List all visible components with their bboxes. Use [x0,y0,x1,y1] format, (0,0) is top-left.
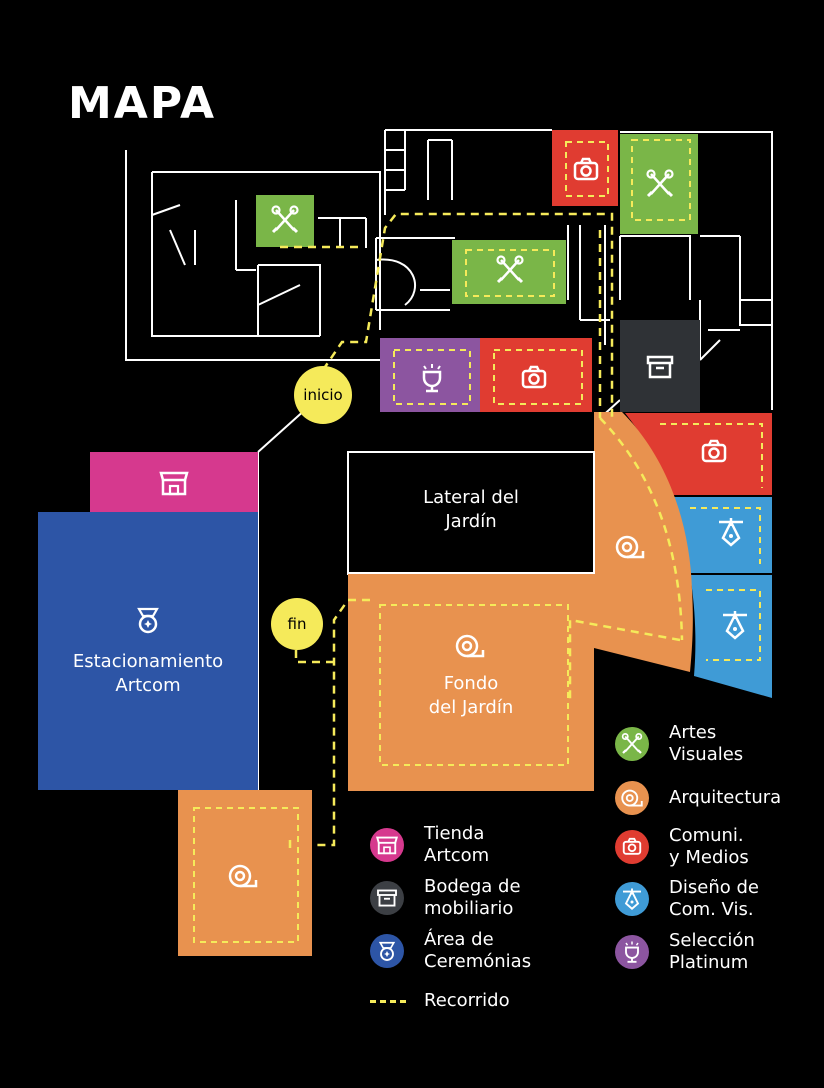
legend-dot [615,830,649,864]
legend-label: Artes Visuales [669,722,744,765]
legend-label: Selección Platinum [669,930,755,973]
legend-dot [615,727,649,761]
legend-label: Diseño de Com. Vis. [669,877,759,920]
legend-dot [615,935,649,969]
room-lateral-jardin [347,451,595,574]
medal-icon [379,941,395,961]
legend-dot [615,781,649,815]
end-marker[interactable]: fin [271,598,323,650]
legend-dot [370,881,404,915]
legend-item-ceremonias: Área de Ceremónias [370,929,531,973]
legend-item-tienda: Tienda Artcom [370,823,489,867]
room-diseno-upper [670,497,772,573]
room-arquitectura-curve [594,412,693,672]
room-tienda [90,452,258,512]
tape-measure-icon [621,789,643,807]
legend-dot [370,828,404,862]
archive-box-icon [377,889,397,907]
legend-label: Arquitectura [669,787,782,808]
legend-item-comunicaciones: Comuni. y Medios [615,825,749,869]
room-diseno-lower [690,575,772,698]
label-estacionamiento: Estacionamiento Artcom [72,651,224,696]
room-ceremonias [38,512,258,790]
room-fondo-jardin [348,573,594,791]
legend-item-platinum: Selección Platinum [615,930,755,974]
legend-label: Tienda Artcom [424,823,490,866]
room-bodega [620,320,700,412]
legend-label: Bodega de mobiliario [424,876,521,919]
shop-icon [376,836,398,855]
room-comunicaciones-right [625,413,772,495]
legend-label: Área de Ceremónias [424,929,532,972]
brushes-icon [621,732,643,755]
route-path [280,212,684,850]
route-dash-sample [370,999,406,1003]
legend-item-diseno: Diseño de Com. Vis. [615,877,759,921]
legend-item-arquitectura: Arquitectura [615,781,781,815]
legend-item-bodega: Bodega de mobiliario [370,876,521,920]
legend-dot [615,882,649,916]
dashed-inner [193,139,763,943]
legend-item-artes: Artes Visuales [615,722,743,766]
trophy-icon [625,940,639,963]
legend-item-route: Recorrido [370,990,510,1012]
legend-label: Recorrido [424,990,510,1011]
room-arquitectura-bottom [178,790,312,956]
page-title: MAPA [68,78,217,129]
camera-icon [622,837,642,855]
start-marker[interactable]: inicio [294,366,352,424]
legend-label: Comuni. y Medios [669,825,749,868]
label-fondo-jardin: Fondo del Jardín [428,673,514,718]
pen-nib-icon [622,887,642,910]
label-lateral-jardin: Lateral del Jardín [423,487,519,532]
legend-dot [370,934,404,968]
